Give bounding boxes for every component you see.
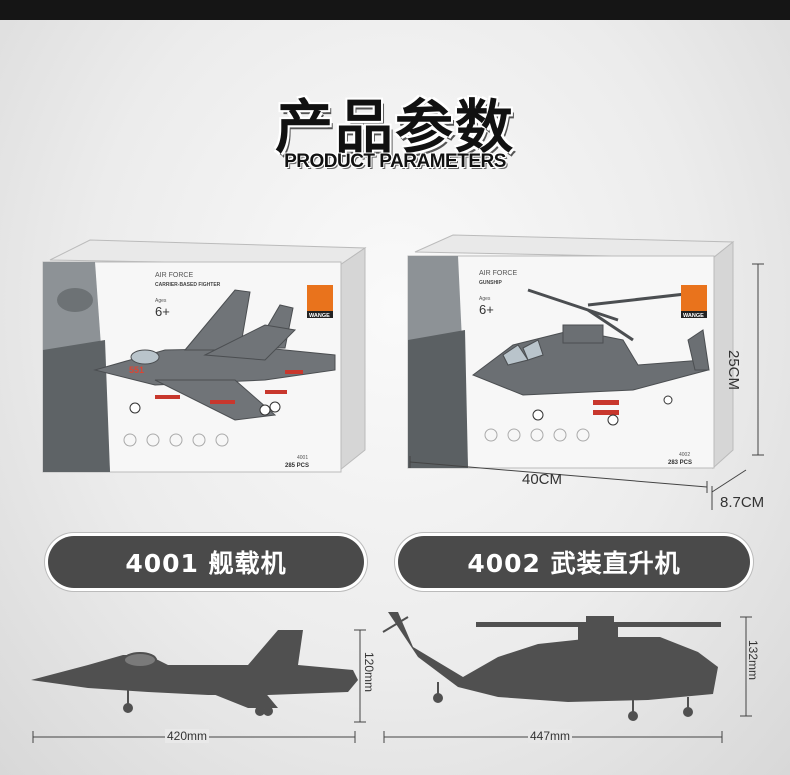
box-ages: 6+ [155,304,170,319]
svg-text:WANGE: WANGE [683,313,704,319]
fighter-silhouette [31,630,358,716]
box-item-no: 4002 [679,452,691,458]
helicopter-length-label: 447mm [528,729,573,743]
box-width-label: 40CM [522,471,563,488]
box-series: AIR FORCE [155,272,194,279]
model-label-4002: 4002 武装直升机 [398,536,750,588]
svg-text:WANGE: WANGE [309,313,330,319]
box-subtitle: GUNSHIP [479,280,502,286]
top-bar [0,0,790,20]
helicopter-height-label: 132mm [746,640,760,681]
box-pcs: 285 PCS [285,463,310,469]
product-box-4001: 551 WANGE AIR FORCE CARRIER-BASED FIGHTE… [35,230,375,480]
box-item-no: 4001 [297,455,309,461]
page-title: 产品参数 [274,93,515,161]
box-ages: 6+ [479,302,494,317]
box-ages-label: Ages [479,296,491,302]
product-box-4002: WANGE AIR FORCE GUNSHIP Ages 6+ 4002 283… [403,230,748,480]
box-pcs: 283 PCS [668,460,693,466]
helicopter-silhouette [382,612,721,721]
box-series: AIR FORCE [479,270,518,277]
model-label-4001: 4001 舰载机 [48,536,364,588]
box-subtitle: CARRIER-BASED FIGHTER [155,282,221,288]
page-subtitle: PRODUCT PARAMETERS [284,151,506,172]
box-depth-label: 8.7CM [720,494,765,511]
box-ages-label: Ages [155,298,167,304]
svg-text:551: 551 [129,365,144,375]
fighter-length-label: 420mm [165,729,210,743]
